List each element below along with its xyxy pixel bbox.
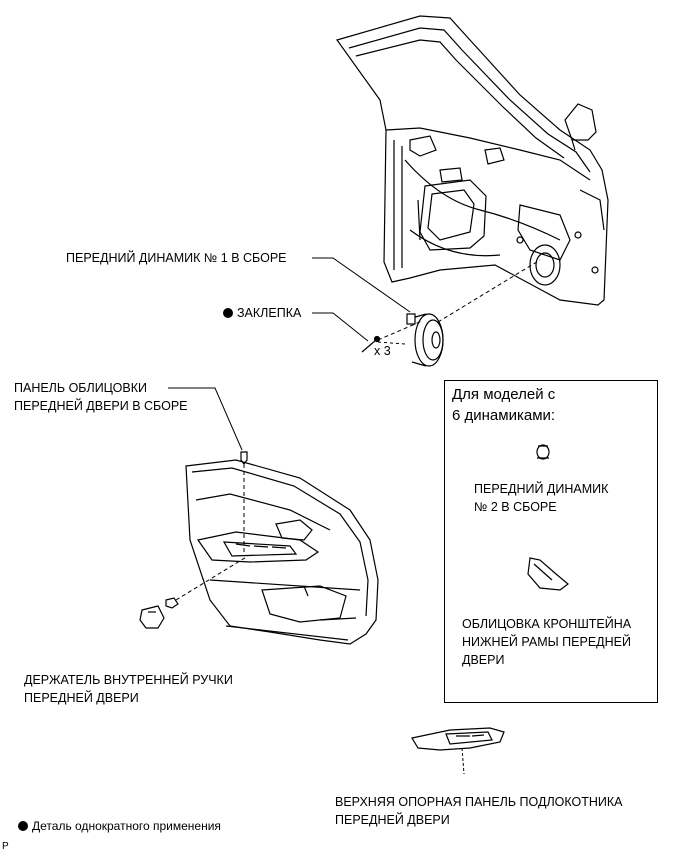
label-bracket-cover-line3: ДВЕРИ bbox=[462, 653, 505, 667]
label-handle-bezel-line2: ПЕРЕДНЕЙ ДВЕРИ bbox=[24, 691, 139, 705]
label-front-speaker-1: ПЕРЕДНИЙ ДИНАМИК № 1 В СБОРЕ bbox=[66, 251, 287, 265]
front-speaker-1 bbox=[406, 313, 444, 367]
clip-screw-left bbox=[165, 597, 179, 609]
leader-lines bbox=[312, 257, 541, 345]
single-use-dot-icon bbox=[223, 308, 233, 318]
clip-screw-top bbox=[240, 451, 248, 465]
label-front-speaker-2-line1: ПЕРЕДНИЙ ДИНАМИК bbox=[474, 482, 609, 496]
door-frame bbox=[336, 15, 609, 306]
door-trim-panel bbox=[185, 459, 379, 645]
label-handle-bezel-line1: ДЕРЖАТЕЛЬ ВНУТРЕННЕЙ РУЧКИ bbox=[24, 673, 233, 687]
legend-single-use-text: Деталь однократного применения bbox=[32, 819, 221, 833]
label-front-speaker-2-line2: № 2 В СБОРЕ bbox=[474, 500, 557, 514]
corner-mark: P bbox=[2, 841, 9, 852]
label-rivet-qty: x 3 bbox=[374, 344, 391, 358]
armrest-base-upper-panel bbox=[411, 727, 505, 775]
inset-title-line1: Для моделей с bbox=[452, 386, 556, 403]
inset-six-speaker-box bbox=[444, 380, 658, 703]
label-rivet-text: ЗАКЛЕПКА bbox=[237, 306, 302, 320]
legend-single-use: Деталь однократного применения bbox=[18, 817, 221, 835]
label-armrest-line2: ПЕРЕДНЕЙ ДВЕРИ bbox=[335, 813, 450, 827]
label-trim-panel-line2: ПЕРЕДНЕЙ ДВЕРИ В СБОРЕ bbox=[14, 399, 188, 413]
trim-leaders bbox=[168, 387, 249, 601]
label-rivet: ЗАКЛЕПКА bbox=[223, 304, 301, 322]
label-bracket-cover-line1: ОБЛИЦОВКА КРОНШТЕЙНА bbox=[462, 617, 632, 631]
inner-handle-bezel bbox=[139, 605, 165, 629]
rivet-part bbox=[361, 335, 381, 353]
inset-title-line2: 6 динамиками: bbox=[452, 407, 556, 424]
front-speaker-2 bbox=[536, 444, 550, 460]
label-bracket-cover-line2: НИЖНЕЙ РАМЫ ПЕРЕДНЕЙ bbox=[462, 635, 631, 649]
label-armrest-line1: ВЕРХНЯЯ ОПОРНАЯ ПАНЕЛЬ ПОДЛОКОТНИКА bbox=[335, 795, 623, 809]
filled-dot-icon bbox=[18, 821, 28, 831]
lower-frame-bracket-cover bbox=[527, 557, 569, 591]
label-trim-panel-line1: ПАНЕЛЬ ОБЛИЦОВКИ bbox=[14, 381, 147, 395]
